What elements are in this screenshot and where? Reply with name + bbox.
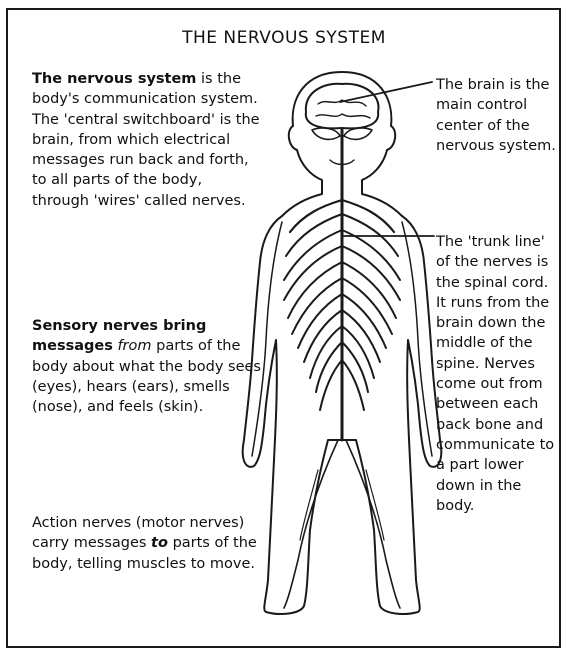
brain-shape — [306, 84, 379, 129]
